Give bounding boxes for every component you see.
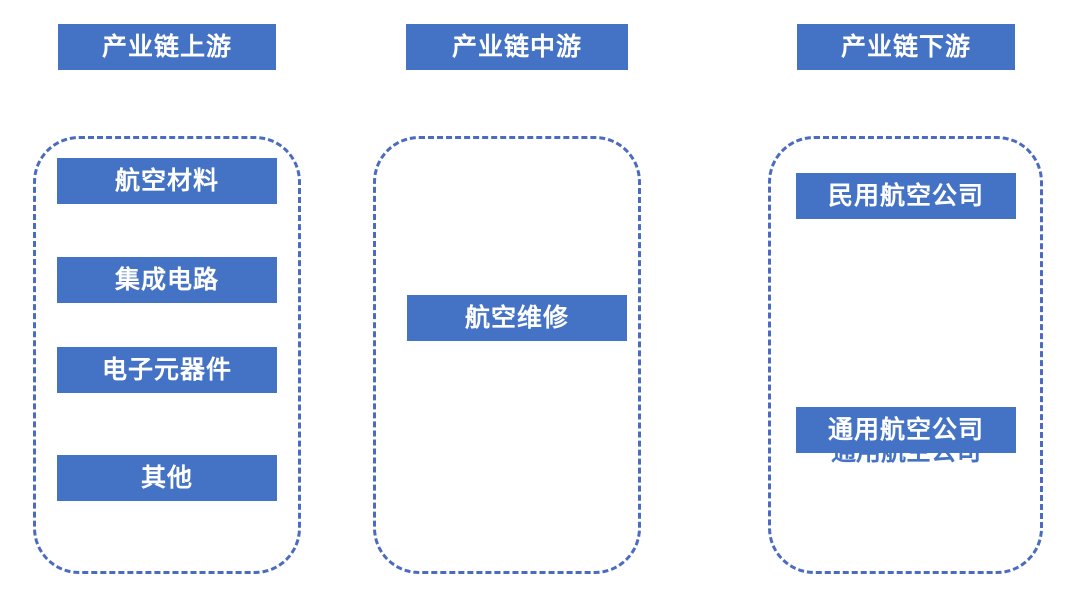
dashed-container-upstream bbox=[33, 136, 301, 574]
item-aviation-maintenance: 航空维修 bbox=[407, 295, 627, 341]
item-integrated-circuits: 集成电路 bbox=[57, 257, 277, 303]
item-other: 其他 bbox=[57, 455, 277, 501]
column-header-upstream: 产业链上游 bbox=[58, 24, 276, 70]
item-aviation-materials: 航空材料 bbox=[57, 158, 277, 204]
dashed-container-downstream bbox=[768, 136, 1043, 574]
dashed-container-midstream bbox=[373, 136, 641, 574]
column-header-midstream: 产业链中游 bbox=[406, 24, 628, 70]
column-header-downstream: 产业链下游 bbox=[797, 24, 1015, 70]
item-civil-aviation-company: 民用航空公司 bbox=[796, 173, 1016, 219]
item-general-aviation-company: 通用航空公司 bbox=[796, 407, 1016, 453]
item-electronic-components: 电子元器件 bbox=[57, 347, 277, 393]
